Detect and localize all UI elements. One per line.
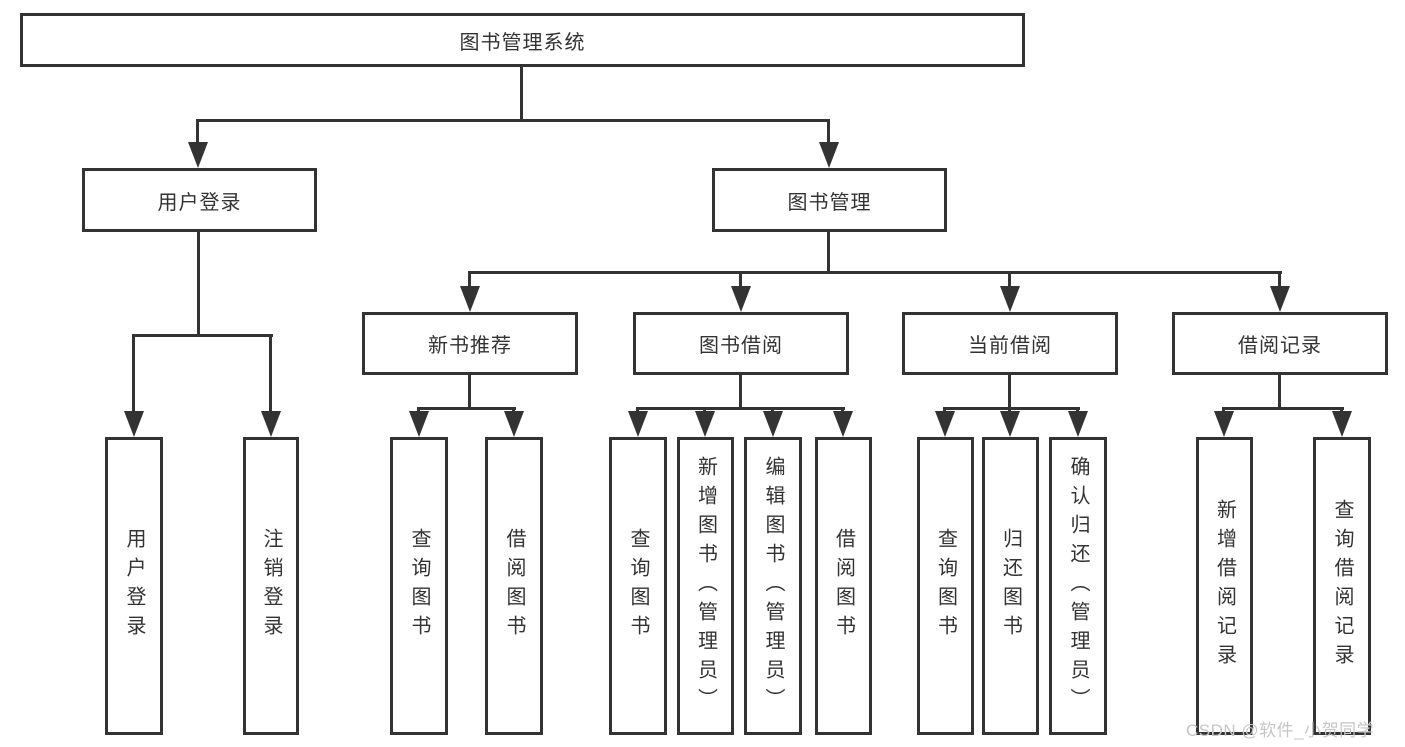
- node-new-book-recommend-label: 新书推荐: [428, 335, 512, 357]
- node-current-borrow: 当前借阅: [902, 312, 1118, 375]
- node-root: 图书管理系统: [20, 13, 1025, 67]
- connector-line: [132, 334, 273, 337]
- arrowhead-down-icon: [1332, 411, 1352, 437]
- connector-line: [827, 119, 830, 147]
- arrowhead-down-icon: [819, 142, 839, 168]
- leaf-add-book-admin-label: 新增图书（管理员）: [694, 455, 717, 717]
- leaf-return-book-label: 归还图书: [999, 528, 1022, 644]
- arrowhead-down-icon: [1000, 411, 1020, 437]
- leaf-borrow-books-2-label: 借阅图书: [832, 528, 855, 644]
- leaf-borrow-books-2: 借阅图书: [815, 437, 872, 735]
- arrowhead-down-icon: [731, 286, 751, 312]
- node-new-book-recommend: 新书推荐: [362, 312, 578, 375]
- connector-line: [132, 334, 135, 416]
- leaf-query-books-2-label: 查询图书: [627, 528, 649, 644]
- leaf-edit-book-admin: 编辑图书（管理员）: [744, 437, 802, 735]
- connector-line: [739, 271, 742, 291]
- connector-line: [520, 67, 523, 121]
- connector-line: [636, 407, 845, 410]
- arrowhead-down-icon: [833, 411, 853, 437]
- leaf-query-borrow-record-label: 查询借阅记录: [1331, 499, 1353, 673]
- leaf-return-book: 归还图书: [982, 437, 1039, 735]
- leaf-add-book-admin: 新增图书（管理员）: [677, 437, 734, 735]
- leaf-logout-label: 注销登录: [260, 528, 282, 644]
- node-book-management-label: 图书管理: [787, 191, 872, 214]
- arrowhead-down-icon: [628, 411, 648, 437]
- arrowhead-down-icon: [763, 411, 783, 437]
- connector-line: [943, 407, 1080, 410]
- connector-line: [468, 375, 471, 410]
- arrowhead-down-icon: [124, 411, 144, 437]
- node-user-login-label: 用户登录: [157, 191, 242, 214]
- arrowhead-down-icon: [1270, 286, 1290, 312]
- node-borrow-records: 借阅记录: [1172, 312, 1388, 375]
- arrowhead-down-icon: [1068, 411, 1088, 437]
- connector-line: [739, 375, 742, 410]
- arrowhead-down-icon: [261, 411, 281, 437]
- connector-line: [1008, 375, 1011, 410]
- node-book-borrow: 图书借阅: [633, 312, 849, 375]
- node-book-management: 图书管理: [712, 168, 947, 232]
- leaf-add-borrow-record-label: 新增借阅记录: [1213, 499, 1236, 673]
- arrowhead-down-icon: [409, 411, 429, 437]
- node-book-borrow-label: 图书借阅: [699, 335, 783, 357]
- leaf-add-borrow-record: 新增借阅记录: [1196, 437, 1253, 735]
- leaf-borrow-books-1-label: 借阅图书: [503, 528, 525, 644]
- connector-line: [1278, 375, 1281, 410]
- connector-line: [468, 271, 1282, 274]
- leaf-query-books-1: 查询图书: [390, 437, 448, 735]
- connector-line: [468, 271, 471, 291]
- arrowhead-down-icon: [695, 411, 715, 437]
- node-current-borrow-label: 当前借阅: [968, 335, 1052, 357]
- arrowhead-down-icon: [935, 411, 955, 437]
- arrowhead-down-icon: [460, 286, 480, 312]
- connector-line: [1008, 271, 1011, 291]
- connector-line: [827, 232, 830, 274]
- leaf-query-books-1-label: 查询图书: [408, 528, 430, 644]
- leaf-confirm-return-admin: 确认归还（管理员）: [1049, 437, 1107, 735]
- arrowhead-down-icon: [1000, 286, 1020, 312]
- leaf-confirm-return-admin-label: 确认归还（管理员）: [1067, 455, 1089, 717]
- connector-line: [269, 334, 272, 416]
- csdn-watermark: CSDN @软件_小贺同学: [1186, 721, 1375, 740]
- connector-line: [1278, 271, 1281, 291]
- leaf-user-login-label: 用户登录: [123, 528, 145, 644]
- arrowhead-down-icon: [188, 142, 208, 168]
- leaf-query-borrow-record: 查询借阅记录: [1313, 437, 1371, 735]
- connector-line: [196, 119, 830, 122]
- node-borrow-records-label: 借阅记录: [1238, 335, 1322, 357]
- leaf-borrow-books-1: 借阅图书: [485, 437, 543, 735]
- arrowhead-down-icon: [504, 411, 524, 437]
- node-user-login: 用户登录: [82, 168, 317, 232]
- connector-line: [196, 119, 199, 147]
- arrowhead-down-icon: [1214, 411, 1234, 437]
- leaf-query-books-2: 查询图书: [609, 437, 667, 735]
- leaf-query-books-3-label: 查询图书: [934, 528, 957, 644]
- leaf-logout: 注销登录: [243, 437, 299, 735]
- connector-line: [1222, 407, 1344, 410]
- leaf-edit-book-admin-label: 编辑图书（管理员）: [762, 455, 784, 717]
- connector-line: [197, 232, 200, 336]
- leaf-query-books-3: 查询图书: [917, 437, 974, 735]
- connector-line: [417, 407, 516, 410]
- leaf-user-login: 用户登录: [105, 437, 163, 735]
- node-root-label: 图书管理系统: [459, 31, 586, 54]
